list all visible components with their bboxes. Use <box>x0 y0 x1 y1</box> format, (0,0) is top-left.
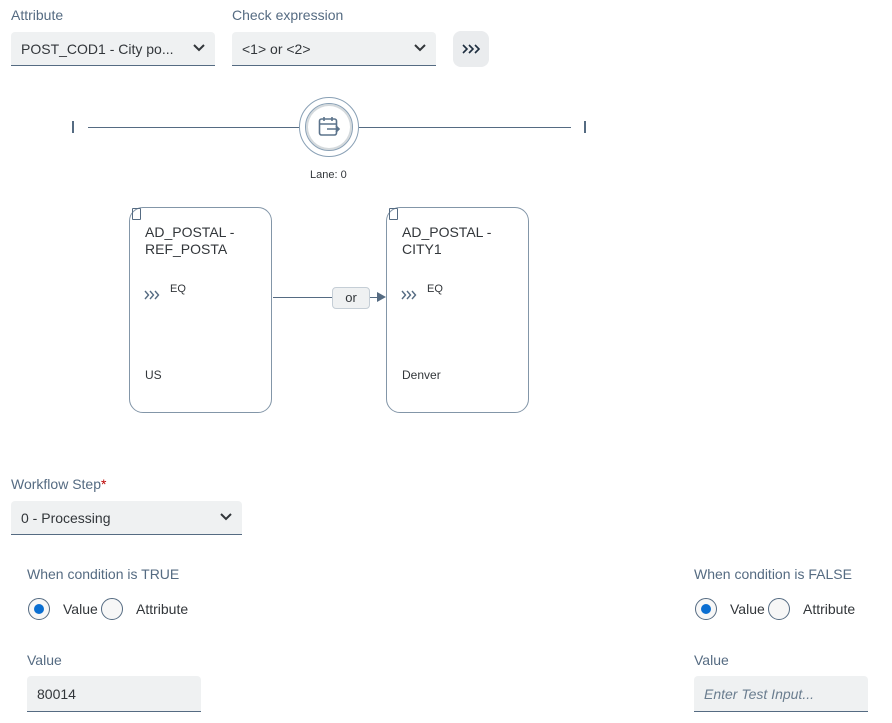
workflow-step-label-text: Workflow Step <box>11 476 101 492</box>
node-value: US <box>145 368 162 382</box>
workflow-step-select[interactable]: 0 - Processing <box>11 501 242 535</box>
lane-line-right <box>359 127 571 128</box>
arrow-head-icon <box>377 292 386 302</box>
true-value-input[interactable]: 80014 <box>27 676 201 712</box>
lane-node-inner <box>305 103 353 151</box>
true-attribute-radio-label: Attribute <box>136 601 189 617</box>
node-operator: EQ <box>427 283 443 295</box>
lane-start-marker <box>72 121 74 133</box>
node-title: AD_POSTAL - REF_POSTA <box>145 224 235 257</box>
chevron-down-icon <box>193 44 205 52</box>
workflow-step-value: 0 - Processing <box>21 510 111 526</box>
false-value-input[interactable]: Enter Test Input... <box>694 676 868 712</box>
node-checkbox[interactable] <box>389 208 398 220</box>
lane-label: Lane: 0 <box>310 169 347 181</box>
true-attribute-radio[interactable] <box>101 598 123 620</box>
triple-chevron-right-icon <box>462 44 480 54</box>
true-value-radio-label: Value <box>63 601 98 617</box>
node-checkbox[interactable] <box>132 208 141 220</box>
calendar-export-icon <box>318 117 341 136</box>
expand-expression-button[interactable] <box>453 31 489 67</box>
node-operator: EQ <box>170 283 186 295</box>
condition-node-1[interactable]: AD_POSTAL - REF_POSTA EQ US <box>129 207 272 413</box>
required-marker: * <box>101 476 107 492</box>
true-value-label: Value <box>27 652 62 668</box>
node-title: AD_POSTAL - CITY1 <box>402 224 492 257</box>
condition-node-2[interactable]: AD_POSTAL - CITY1 EQ Denver <box>386 207 529 413</box>
check-expression-value: <1> or <2> <box>242 41 311 57</box>
attribute-label: Attribute <box>11 7 64 23</box>
false-attribute-radio[interactable] <box>768 598 790 620</box>
lane-end-marker <box>584 121 586 133</box>
connector-line-left <box>273 297 332 298</box>
check-expression-label: Check expression <box>232 7 344 23</box>
lane-node[interactable] <box>299 97 359 157</box>
false-section-label: When condition is FALSE <box>694 566 852 582</box>
false-value-radio[interactable] <box>695 598 717 620</box>
check-expression-select[interactable]: <1> or <2> <box>232 32 436 66</box>
attribute-select-value: POST_COD1 - City po... <box>21 41 174 57</box>
true-section-label: When condition is TRUE <box>27 566 180 582</box>
true-value-radio[interactable] <box>28 598 50 620</box>
triple-chevron-right-icon <box>144 290 160 300</box>
false-value-radio-label: Value <box>730 601 765 617</box>
lane-line-left <box>88 127 299 128</box>
or-connector-badge: or <box>332 287 370 309</box>
false-attribute-radio-label: Attribute <box>803 601 856 617</box>
node-value: Denver <box>402 368 441 382</box>
chevron-down-icon <box>220 513 232 521</box>
chevron-down-icon <box>414 44 426 52</box>
false-value-label: Value <box>694 652 729 668</box>
triple-chevron-right-icon <box>401 290 417 300</box>
attribute-select[interactable]: POST_COD1 - City po... <box>11 32 215 66</box>
workflow-step-label: Workflow Step* <box>11 476 106 492</box>
connector-line-right <box>370 297 380 298</box>
